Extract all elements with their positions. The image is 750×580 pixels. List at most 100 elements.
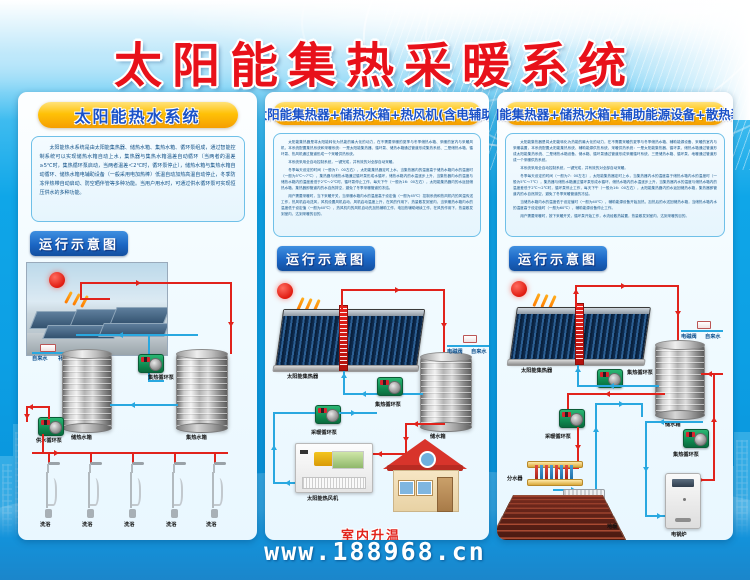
label-shower: 洗浴 — [206, 522, 217, 528]
hot-flow-arrow — [54, 450, 59, 456]
makeup-valve-box — [40, 344, 56, 352]
hot-pipe-collector-out — [575, 285, 577, 307]
shower-head-icon — [132, 462, 144, 465]
sun-ray-icon — [532, 292, 541, 308]
cold-flow-arrow — [609, 383, 614, 389]
house-window — [417, 481, 432, 495]
cold-flow-arrow — [351, 410, 356, 416]
cold-pipe-up-to-collector — [577, 365, 579, 387]
label-supply-circulation-pump: 供水循环泵 — [36, 438, 62, 444]
panel-3-diagram: 太阳能集热器 储水箱 电磁阀 自来水 集热循环泵 — [497, 277, 733, 540]
manifold-cold-leg — [540, 465, 543, 479]
label-floor-heating: 地暖 — [607, 524, 618, 530]
hot-pipe-top — [341, 289, 445, 291]
hot-flow-arrow — [395, 287, 400, 293]
label-solenoid-valve: 电磁阀 — [681, 334, 697, 340]
storage-tank — [62, 349, 112, 433]
label-shower: 洗浴 — [124, 522, 135, 528]
cold-supply-line — [32, 352, 78, 354]
solar-collector — [272, 309, 426, 372]
shower-arm — [213, 464, 215, 473]
manifold-cold-leg — [560, 465, 563, 479]
shower-riser — [130, 472, 132, 508]
panel-2-header-text: 太阳能集热器+储热水箱+热风机(含电辅助) — [265, 107, 489, 122]
collector-top-rail — [283, 310, 425, 316]
label-shower: 洗浴 — [166, 522, 177, 528]
panel-2-description: 太阳能集热器是将太阳能转化为热能的最大化的动力，在不需要采暖的夏季与冬季储热水箱… — [273, 133, 481, 237]
panel-collector-tank-aux-radiator: 太阳能集热器+储热水箱+辅助能源设备+散热装置 太阳能集热器是将太阳能转化为热能… — [497, 92, 733, 540]
hot-flow-arrow — [711, 417, 717, 422]
house-round-window — [419, 451, 436, 468]
label-fan-unit: 太阳能热风机 — [307, 496, 339, 502]
cold-flow-arrow — [643, 467, 649, 472]
cold-pipe-up-to-collector — [343, 371, 345, 395]
shower-arm — [47, 464, 49, 473]
shower-fixture — [206, 462, 228, 518]
panel-3-header: 太阳能集热器+储热水箱+辅助能源设备+散热装置 — [497, 102, 733, 125]
label-storage-tank: 储水箱 — [665, 422, 681, 428]
label-heating-circulation-pump: 采暖循环泵 — [311, 430, 337, 436]
shower-riser — [172, 472, 174, 508]
solar-hot-air-fan-unit — [295, 443, 373, 493]
panel-2-paragraph: 用户需要采暖时，当下采暖开关，当采暖水箱内水的温度高于设定值（一般为45℃）控制… — [281, 194, 473, 216]
shower-head-icon — [214, 462, 226, 465]
label-solenoid-valve: 电磁阀 — [447, 349, 463, 355]
electric-boiler — [665, 473, 701, 529]
label-collector-tank: 集热水箱 — [186, 435, 207, 441]
hot-flow-arrow — [605, 391, 610, 397]
sun-icon — [277, 283, 293, 299]
panel-3-description: 太阳能集热器是将太阳能转化为热能的最大化的动力，在不需要采暖的夏季与冬季储热水箱… — [505, 133, 725, 237]
shower-handset — [211, 509, 218, 518]
collector-vertical-sign — [575, 303, 584, 365]
hot-flow-arrow — [136, 280, 141, 286]
panel-2-paragraph: 本系统采用全自动控制系统，一键完成，并有效的对全部自动采暖。 — [288, 160, 396, 164]
shower-hose — [90, 478, 99, 506]
shower-arm — [131, 464, 133, 473]
shower-riser — [212, 472, 214, 508]
panel-1-description: 太阳能热水系统是由太阳能集热器、储热水箱、集热水箱、循环泵组成，通过智能控制系统… — [30, 136, 245, 222]
collector-vertical-sign — [339, 305, 348, 371]
label-water-separator: 分水器 — [507, 476, 523, 482]
rooftop-solar-photo — [26, 262, 168, 356]
hot-flow-arrow — [413, 421, 418, 427]
cold-flow-arrow — [341, 373, 347, 378]
label-storage-tank: 储水箱 — [430, 434, 446, 440]
manifold-cold-leg — [550, 465, 553, 479]
cold-flow-arrow — [659, 419, 664, 425]
cold-flow-arrow — [118, 332, 123, 338]
hot-pipe-roof-header — [80, 298, 110, 300]
hot-pipe-shower-drop — [132, 452, 134, 464]
hot-pipe-tank-to-heating — [567, 393, 665, 395]
cold-supply-line — [447, 345, 489, 347]
hot-flow-arrow — [28, 404, 33, 410]
shower-hose — [174, 478, 183, 506]
cold-flow-arrow — [593, 427, 599, 432]
heating-circulation-pump — [315, 405, 341, 424]
panel-3-paragraph: 用户需要采暖时，按下采暖开关，循环泵开始工作，水流经散热装置，热量散发到室内，达… — [520, 214, 690, 218]
label-tap-water: 自来水 — [705, 334, 721, 340]
cold-pipe-return-top — [76, 334, 198, 336]
label-collector-circulation-pump-right: 集热循环泵 — [673, 452, 699, 458]
collector-circulation-pump — [138, 354, 164, 373]
hot-pipe-shower-main — [32, 452, 228, 454]
label-tap-water: 自来水 — [471, 349, 487, 355]
hot-flow-arrow — [675, 311, 681, 316]
hot-pipe-shower-drop — [48, 452, 50, 464]
cold-pipe-tank-link — [110, 404, 178, 406]
label-storage-tank: 储热水箱 — [71, 435, 92, 441]
cold-pipe-pump-right — [339, 412, 377, 414]
hot-pipe-down-to-tank — [443, 289, 445, 353]
shower-head-icon — [48, 462, 60, 465]
panel-3-paragraph: 本系统采用全自动控制系统，一键完成，并有效的对全部自动采暖。 — [520, 166, 628, 170]
indoor-warming-caption: 室内升温 — [341, 529, 402, 540]
panel-3-paragraph: 冬季每天设定的时间（一般为7：00左右），太阳能集热器定时上水，当集热器内水的温… — [513, 174, 717, 196]
cold-supply-line — [681, 330, 723, 332]
shower-hose — [132, 478, 141, 506]
collector-circulation-pump-top — [597, 369, 623, 388]
cold-flow-arrow — [657, 513, 662, 519]
label-solar-collector: 太阳能集热器 — [287, 374, 319, 380]
label-electric-boiler: 电锅炉 — [671, 532, 687, 538]
footer-website-url: www.188968.cn — [264, 537, 486, 566]
collector-tank — [176, 349, 228, 433]
